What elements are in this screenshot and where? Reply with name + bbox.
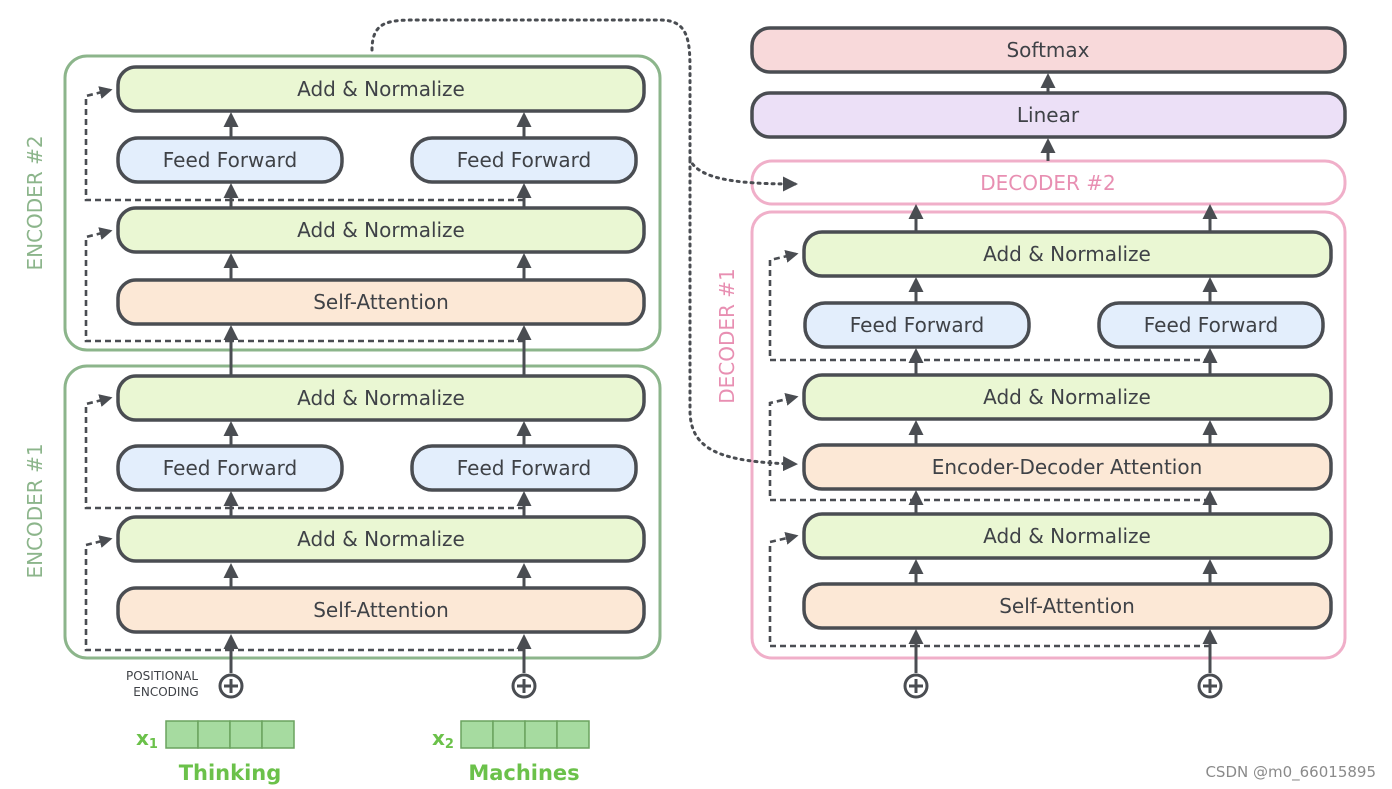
encoder-2-label: ENCODER #2 (23, 135, 47, 270)
encoder-1-label: ENCODER #1 (23, 443, 47, 578)
decoder-1-add-normalize-low (802, 512, 1333, 560)
encoder-1-self-attention-text: Self-Attention (313, 598, 449, 622)
encoder-2-self-attention-text: Self-Attention (313, 290, 449, 314)
positional-encoding-label-line2: ENCODING (133, 685, 198, 699)
decoder-1-feed-forward-left-text: Feed Forward (850, 313, 985, 337)
encoder-2-add-normalize-mid (116, 206, 646, 254)
plus-circle-icon (511, 673, 537, 699)
encoder-2-feed-forward-left-text: Feed Forward (163, 148, 298, 172)
positional-encoding-add-icons (218, 673, 1223, 699)
decoder-1-feed-forward-right-text: Feed Forward (1144, 313, 1279, 337)
decoder-1-add-normalize-mid-text: Add & Normalize (983, 385, 1151, 409)
decoder-1-add-normalize-low-text: Add & Normalize (983, 524, 1151, 548)
encoder-1-feed-forward-right-text: Feed Forward (457, 456, 592, 480)
encoder-1-feed-forward-left-text: Feed Forward (163, 456, 298, 480)
encoder-2-add-normalize-top-text: Add & Normalize (297, 77, 465, 101)
decoder-1-label: DECODER #1 (715, 268, 739, 404)
x1-word: Thinking (179, 761, 282, 785)
decoder-1-encoder-decoder-attention-text: Encoder-Decoder Attention (932, 455, 1203, 479)
input-x2: x2 Machines (432, 720, 590, 785)
decoder-2-label: DECODER #2 (980, 171, 1116, 195)
x2-word: Machines (468, 761, 579, 785)
plus-circle-icon (1197, 673, 1223, 699)
decoder-1-add-normalize-mid (802, 373, 1333, 421)
residual-connections (84, 86, 1210, 652)
decoder-1-add-normalize-top-text: Add & Normalize (983, 242, 1151, 266)
encoder-1-container (63, 364, 662, 660)
encoder-2-add-normalize-top (116, 65, 646, 113)
encoder-1-add-normalize-top (116, 374, 646, 422)
decoder-1-add-normalize-top (802, 230, 1333, 278)
linear-text: Linear (1017, 103, 1080, 127)
encoder-2-feed-forward-right-text: Feed Forward (457, 148, 592, 172)
input-x1: x1 Thinking (136, 720, 295, 785)
solid-arrows (223, 73, 1218, 673)
x2-label: x2 (432, 726, 454, 752)
encoder-2-container (63, 54, 662, 352)
decoder-1-encoder-decoder-attention (802, 443, 1333, 491)
decoder-1-self-attention (802, 582, 1333, 630)
encoder-2-self-attention (116, 278, 646, 326)
watermark: CSDN @m0_66015895 (1205, 763, 1376, 782)
encoder-1-add-normalize-top-text: Add & Normalize (297, 386, 465, 410)
decoder-1-self-attention-text: Self-Attention (999, 594, 1135, 618)
x1-label: x1 (136, 726, 158, 752)
encoder-1-add-normalize-mid (116, 515, 646, 563)
plus-circle-icon (218, 673, 244, 699)
encoder-1-add-normalize-mid-text: Add & Normalize (297, 527, 465, 551)
encoder-1-self-attention (116, 586, 646, 634)
softmax-text: Softmax (1006, 38, 1089, 62)
positional-encoding-label-line1: POSITIONAL (126, 669, 198, 683)
x1-vector (165, 720, 295, 749)
x2-vector (460, 720, 590, 749)
encoder-2-add-normalize-mid-text: Add & Normalize (297, 218, 465, 242)
plus-circle-icon (903, 673, 929, 699)
encoder-output-connection (370, 18, 798, 472)
softmax-block (750, 26, 1347, 74)
